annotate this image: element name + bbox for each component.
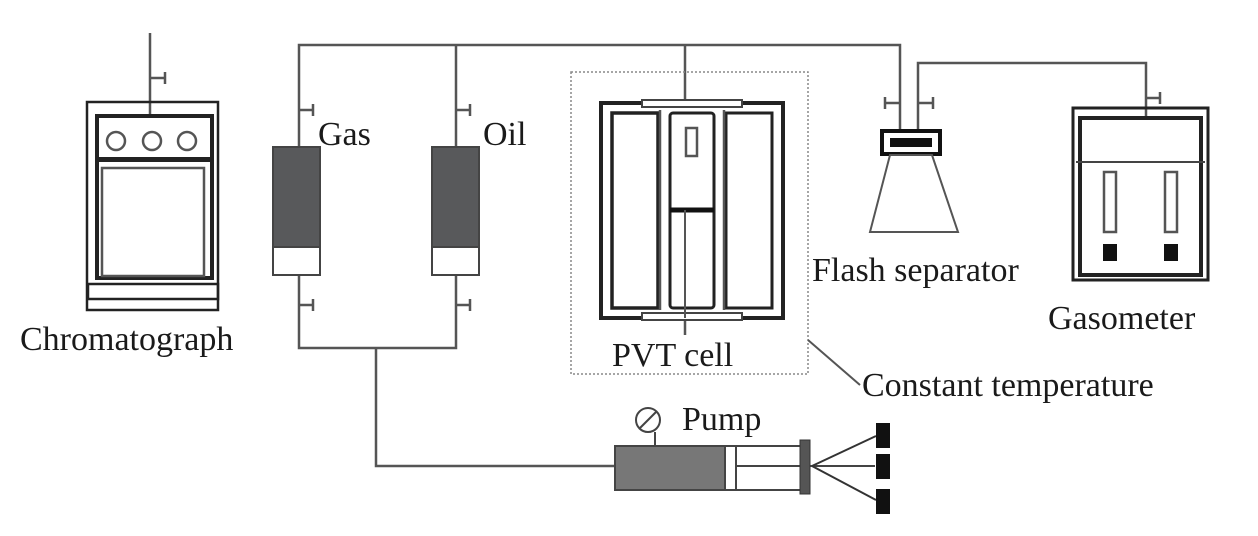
label-oil: Oil	[483, 116, 526, 153]
oil-cylinder-icon	[431, 146, 480, 276]
gasometer-icon	[1071, 106, 1210, 282]
pump-control-block-2	[876, 454, 890, 479]
flash-separator-icon	[868, 129, 960, 233]
pump-control-block-1	[876, 423, 890, 448]
label-gasometer: Gasometer	[1048, 300, 1196, 337]
label-pvt-cell: PVT cell	[612, 337, 733, 374]
label-constant-temperature: Constant temperature	[862, 367, 1154, 404]
label-gas: Gas	[318, 116, 371, 153]
label-flash-separator: Flash separator	[812, 252, 1019, 289]
pump-icon	[614, 407, 890, 514]
pipework	[148, 33, 1162, 468]
constant-temperature-enclosure	[570, 71, 861, 386]
pvt-cell-icon	[599, 99, 785, 321]
chromatograph-icon	[85, 100, 220, 312]
label-pump: Pump	[682, 401, 761, 438]
label-chromatograph: Chromatograph	[20, 321, 233, 358]
pump-control-block-3	[876, 489, 890, 514]
gas-cylinder-icon	[272, 146, 321, 276]
